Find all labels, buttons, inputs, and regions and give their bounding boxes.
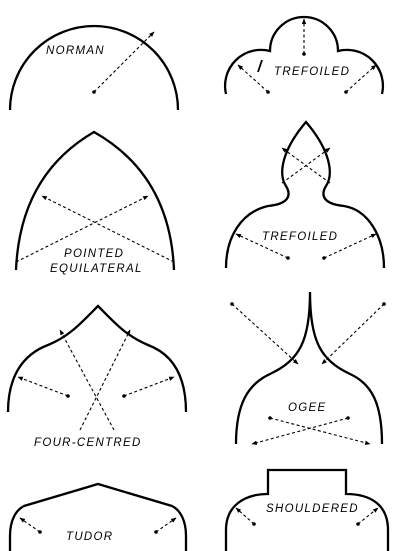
label-stroke-mark — [257, 59, 263, 73]
shouldered-arch: SHOULDERED — [224, 468, 390, 551]
label-tudor: TUDOR — [66, 531, 113, 543]
label-shouldered: SHOULDERED — [266, 503, 359, 515]
tudor-arch: TUDOR — [8, 482, 188, 551]
trefoiled-pointed-arch: TREFOILED — [224, 120, 386, 269]
label-four-centred: FOUR-CENTRED — [34, 437, 142, 449]
label-pointed: POINTED — [64, 248, 124, 260]
label-norman: NORMAN — [46, 45, 105, 57]
label-equilateral: EQUILATERAL — [50, 263, 143, 275]
label-trefoiled-pointed: TREFOILED — [262, 231, 338, 243]
label-trefoiled-round: TREFOILED — [274, 66, 350, 78]
pointed-equilateral-arch: POINTED EQUILATERAL — [14, 130, 176, 275]
ogee-arch: OGEE — [230, 291, 386, 445]
label-ogee: OGEE — [288, 402, 326, 414]
norman-arch: NORMAN — [8, 24, 180, 111]
trefoiled-round-arch: TREFOILED — [223, 15, 385, 95]
four-centred-arch: FOUR-CENTRED — [6, 304, 188, 449]
